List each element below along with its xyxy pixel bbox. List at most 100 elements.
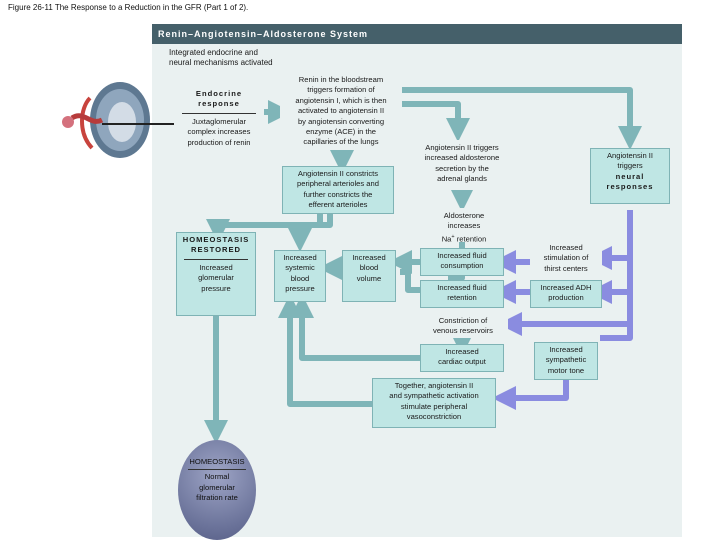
restored-line: Increased <box>199 262 233 272</box>
arrow-constricts-to-restored <box>206 214 333 243</box>
volume-line: Increased <box>352 253 386 262</box>
endocrine-line: complex increases <box>187 127 251 137</box>
blood-volume-box: Increased blood volume <box>342 250 396 302</box>
integrated-line: Integrated endocrine and <box>169 48 258 57</box>
aldosterone-trigger-box: Angiotensin II triggers increased aldost… <box>408 140 516 190</box>
renin-line: capillaries of the lungs <box>303 137 379 147</box>
retention-line: Increased fluid <box>437 283 487 292</box>
neural-responses-box: Angiotensin II triggers neural responses <box>590 148 670 204</box>
na-retention-line: Na+ retention <box>428 232 500 245</box>
aldosterone-line: Aldosterone <box>443 211 485 220</box>
thirst-line: Increased <box>549 243 583 252</box>
renin-line: activated to angiotensin II <box>297 106 385 116</box>
restored-heading: HOMEOSTASIS <box>182 235 250 244</box>
endocrine-heading: Endocrine <box>195 89 243 98</box>
constricts-line: Angiotensin II constricts <box>297 169 379 178</box>
aldo-trigger-line: adrenal glands <box>437 174 487 184</box>
heading-rule <box>184 258 248 260</box>
cardiac-output-box: Increased cardiac output <box>420 344 504 372</box>
together-line: Together, angiotensin II <box>394 381 474 390</box>
consumption-line: Increased fluid <box>437 251 487 260</box>
sympathetic-line: Increased <box>549 345 583 354</box>
aldo-trigger-line: secretion by the <box>435 163 489 173</box>
endocrine-line: Juxtaglomerular <box>191 116 247 126</box>
renin-line: Renin in the bloodstream <box>298 75 384 84</box>
arrow-sympathetic-to-together <box>492 380 569 410</box>
arrow-retention-to-volume <box>400 269 422 293</box>
adh-line: production <box>548 293 584 303</box>
renin-line: angiotensin I, which is then <box>295 95 387 105</box>
homeostasis-line: filtration rate <box>196 493 238 503</box>
restored-line: pressure <box>201 283 231 293</box>
panel-header <box>152 24 682 44</box>
volume-line: volume <box>356 273 382 283</box>
arrow-renin-to-aldo <box>402 101 470 142</box>
arrow-renin-to-neural <box>402 87 642 150</box>
integrated-line: neural mechanisms activated <box>169 58 273 67</box>
constricts-line: further constricts the <box>303 189 373 199</box>
arrow-together-to-systemic <box>278 294 372 407</box>
volume-line: blood <box>359 263 379 273</box>
cardiac-line: cardiac output <box>438 357 486 367</box>
cardiac-line: Increased <box>445 347 479 356</box>
restored-heading: RESTORED <box>190 245 242 255</box>
venous-line: Constriction of <box>438 316 488 325</box>
neural-bold-line: neural <box>615 171 645 181</box>
aldo-trigger-line: Angiotensin II triggers <box>425 143 499 152</box>
fluid-consumption-box: Increased fluid consumption <box>420 248 504 276</box>
venous-line: venous reservoirs <box>433 326 493 336</box>
aldosterone-line: increases <box>447 221 481 231</box>
systemic-line: systemic <box>285 263 315 273</box>
thirst-line: thirst centers <box>544 263 588 273</box>
arrow-neural-to-thirst <box>588 210 633 270</box>
integrated-note: Integrated endocrine and neural mechanis… <box>169 48 273 68</box>
venous-box: Constriction of venous reservoirs <box>418 313 508 338</box>
neural-line: Angiotensin II <box>606 151 653 160</box>
systemic-pressure-box: Increased systemic blood pressure <box>274 250 326 302</box>
adh-line: Increased ADH <box>540 283 592 292</box>
na-retention-text: retention <box>454 234 487 244</box>
systemic-line: Increased <box>283 253 317 262</box>
aldo-trigger-line: increased aldosterone <box>424 153 500 163</box>
together-line: stimulate peripheral <box>400 401 468 411</box>
thirst-box: Increased stimulation of thirst centers <box>530 240 602 276</box>
renin-box: Renin in the bloodstream triggers format… <box>280 72 402 150</box>
thirst-line: stimulation of <box>543 253 589 263</box>
homeostasis-line: Normal <box>204 472 230 482</box>
neural-line: triggers <box>617 161 643 171</box>
na-symbol: Na <box>441 234 452 244</box>
retention-line: retention <box>447 293 477 303</box>
arrow-neural-to-sympathetic <box>600 324 633 341</box>
arrow-constricts-to-systemic <box>288 214 323 252</box>
constricts-line: peripheral arterioles and <box>297 179 379 189</box>
endocrine-line: production of renin <box>187 137 251 147</box>
sympathetic-line: motor tone <box>547 365 585 375</box>
constricts-box: Angiotensin II constricts peripheral art… <box>282 166 394 214</box>
figure-title: Figure 26-11 The Response to a Reduction… <box>8 3 249 12</box>
constricts-line: efferent arterioles <box>308 200 368 210</box>
together-line: and sympathetic activation <box>389 391 479 401</box>
kidney-callout-line <box>102 123 182 125</box>
na-superscript: + <box>451 233 455 240</box>
adh-box: Increased ADH production <box>530 280 602 308</box>
restored-line: glomerular <box>198 273 234 283</box>
renin-line: triggers formation of <box>307 85 375 95</box>
sympathetic-line: sympathetic <box>545 355 587 365</box>
panel-title: Renin–Angiotensin–Aldosterone System <box>158 29 369 39</box>
endocrine-heading: response <box>198 99 240 109</box>
systemic-line: pressure <box>285 284 315 294</box>
arrow-neural-to-adh <box>588 258 633 304</box>
renin-line: by angiotensin converting <box>297 116 385 126</box>
renin-line: enzyme (ACE) in the <box>305 127 377 137</box>
heading-rule <box>182 112 256 114</box>
together-box: Together, angiotensin II and sympathetic… <box>372 378 496 428</box>
consumption-line: consumption <box>440 261 484 271</box>
kidney-illustration <box>62 82 150 158</box>
neural-bold-line: responses <box>606 182 654 192</box>
systemic-line: blood <box>290 273 310 283</box>
homeostasis-heading: HOMEOSTASIS <box>189 457 245 466</box>
heading-rule <box>188 469 246 471</box>
fluid-retention-box: Increased fluid retention <box>420 280 504 308</box>
homeostasis-restored-box: HOMEOSTASIS RESTORED Increased glomerula… <box>176 232 256 316</box>
arrow-cardiac-to-systemic <box>290 294 420 361</box>
